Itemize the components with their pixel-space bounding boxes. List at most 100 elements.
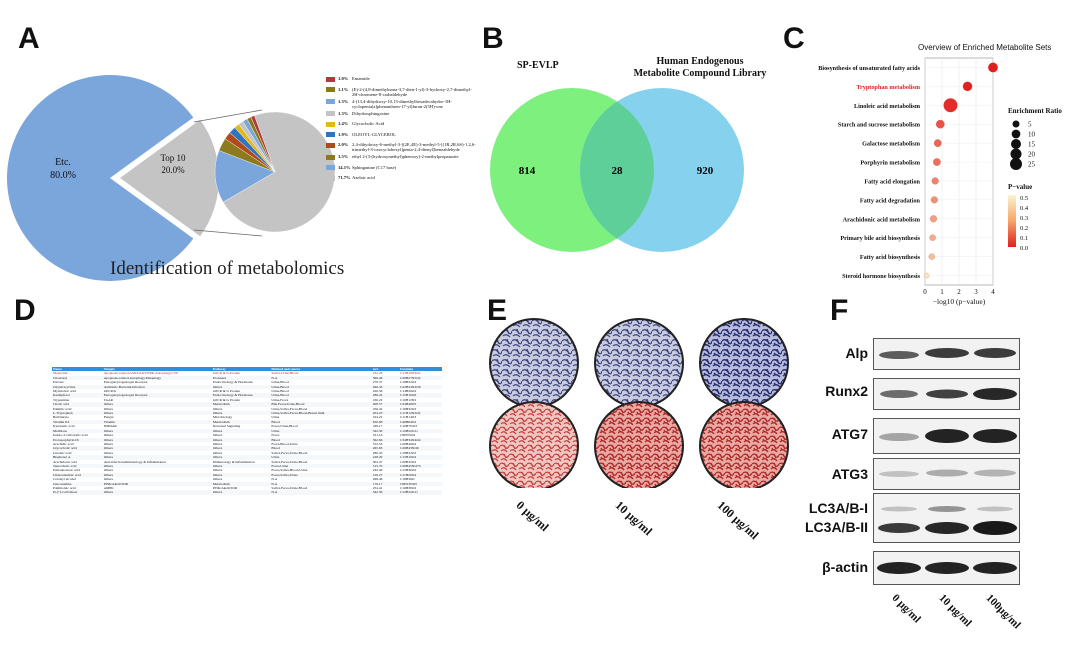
pathway-label: Fatty acid degradation — [860, 197, 921, 204]
table-cell: GPCR/G — [103, 389, 117, 394]
legend-name: Azelaic acid — [352, 175, 375, 180]
table-cell: Cilostazol — [52, 375, 103, 381]
table-cell: Kynurenic acid — [53, 424, 75, 429]
table-cell: Estrone — [53, 380, 64, 385]
table-cell: 369.46 — [371, 375, 400, 381]
blot-alp — [873, 338, 1020, 370]
table-cell: Melibiose — [52, 428, 103, 434]
table-cell: Feces,Blood,Urine — [271, 441, 298, 446]
color-legend-label: 0.5 — [1020, 195, 1028, 202]
table-cell: Oxytetracycline — [52, 384, 103, 390]
table-cell: Melatonin — [53, 371, 68, 376]
band-label-runx2: Runx2 — [825, 383, 868, 399]
table-cell: C16H32O2 — [400, 406, 417, 411]
legend-swatch — [326, 175, 335, 181]
table-cell: Others — [211, 428, 271, 434]
legend-swatch — [326, 165, 335, 170]
size-legend-label: 20 — [1028, 151, 1036, 159]
data-point — [936, 119, 945, 129]
table-cell: Neuronal Signaling — [212, 424, 241, 429]
legend-pct: 1.9% — [338, 131, 349, 137]
table-cell: PI3K/Akt/mTOR — [102, 481, 212, 486]
pathway-label: Porphyrin metabolism — [860, 160, 920, 167]
pie-slice-etc — [7, 74, 194, 281]
table-cell: Others — [102, 437, 212, 442]
table-cell: Others — [211, 472, 271, 478]
table-cell: C18H36O — [400, 477, 415, 482]
legend-item: 14.1%Sphinganine (C17 base) — [326, 165, 476, 170]
table-cell: Feces,Urine,Blood — [271, 424, 298, 429]
x-tick-label: 4 — [991, 288, 995, 296]
table-cell: PI3K/Akt/mTOR — [212, 485, 238, 490]
table-cell: 204.23 — [371, 411, 400, 416]
size-legend-dot — [1011, 129, 1021, 139]
table-cell: Others — [103, 450, 114, 455]
table-cell: 408.57 — [371, 402, 400, 407]
pathway-label: Tryptophan metabolism — [856, 84, 921, 91]
legend-item: 3.5%ethyl 2-(3-(hydroxymethyl)phenoxy)-2… — [326, 154, 476, 160]
table-cell: Cetoleyl alcohol — [53, 477, 77, 482]
table-cell: Blood — [270, 446, 372, 451]
panel-a-figure: Etc. 80.0% Top 10 20.0% — [7, 74, 336, 281]
sub-pie-slice — [214, 150, 276, 203]
table-cell: Urine — [270, 455, 372, 460]
table-cell: 242.40 — [372, 468, 383, 473]
table-cell: Saliva,Urine,Blood — [271, 371, 299, 376]
table-cell: Apoptosis-related,GSK3/AKT/ERK,Autophagy… — [103, 371, 179, 376]
chart-title: Overview of Enriched Metabolite Sets — [918, 43, 1052, 52]
table-cell: Others — [211, 437, 271, 442]
table-cell: Saliva,Feces,Urine,Blood — [271, 485, 308, 490]
table-cell: 562.66 — [371, 437, 400, 442]
table-cell: Proteases — [211, 375, 271, 381]
panel-letter-f: F — [830, 294, 849, 327]
lane-label-f-1: 10 μg/ml — [936, 592, 974, 630]
data-point — [943, 98, 958, 113]
table-cell: Feces,Saliva,Blood,Urine — [271, 468, 308, 473]
table-cell: C15H30O2 — [400, 468, 417, 473]
size-legend-label: 25 — [1028, 161, 1036, 169]
table-cell: Barbiturate — [53, 415, 69, 420]
table-cell: N.A — [271, 477, 278, 482]
table-cell: C26H43NO6 — [399, 446, 442, 451]
legend-item: 1.0%Emamide — [326, 76, 476, 82]
table-cell: Vitamin — [102, 419, 212, 425]
table-cell: Urine,Saliva,Feces,Blood,Breast milk — [270, 411, 372, 416]
legend-pct: 71.7% — [338, 175, 351, 180]
table-cell: Feces,Urine — [270, 463, 372, 469]
blot-actin — [873, 551, 1020, 585]
table-cell: C22H24N2O9 — [399, 384, 442, 390]
data-point — [929, 234, 936, 241]
table-cell: Others — [211, 384, 271, 390]
table-cell: Antibiotic,Bacterial,Infection — [102, 384, 212, 390]
legend-swatch — [326, 142, 335, 148]
pathway-label: Steroid hormone biosynthesis — [842, 273, 921, 280]
color-legend-label: 0.2 — [1020, 225, 1028, 232]
blot-atg7 — [873, 418, 1020, 454]
data-point — [933, 158, 941, 166]
legend-swatch — [326, 154, 335, 160]
legend-name: ethyl 2-(3-(hydroxymethyl)phenoxy)-2-met… — [352, 154, 459, 159]
data-point — [962, 81, 973, 92]
blot-lc3 — [873, 493, 1020, 543]
table-cell: Others — [103, 433, 114, 438]
table-cell: 342.30 — [371, 490, 400, 495]
venn-left-count: 814 — [519, 165, 536, 177]
band-label-actin: β-actin — [822, 559, 868, 575]
table-cell: 312.53 — [372, 441, 383, 446]
x-tick-label: 3 — [974, 288, 978, 296]
table-cell: Fungal — [103, 415, 114, 420]
table-cell: Others — [211, 463, 271, 469]
table-cell: C34H34N4O4 — [399, 437, 442, 442]
lane-label-f-0: 0 μg/ml — [889, 592, 923, 626]
table-cell: 179.17 — [371, 481, 400, 486]
color-legend-title: P−value — [1008, 183, 1032, 191]
table-cell: 189.17 — [372, 424, 383, 429]
